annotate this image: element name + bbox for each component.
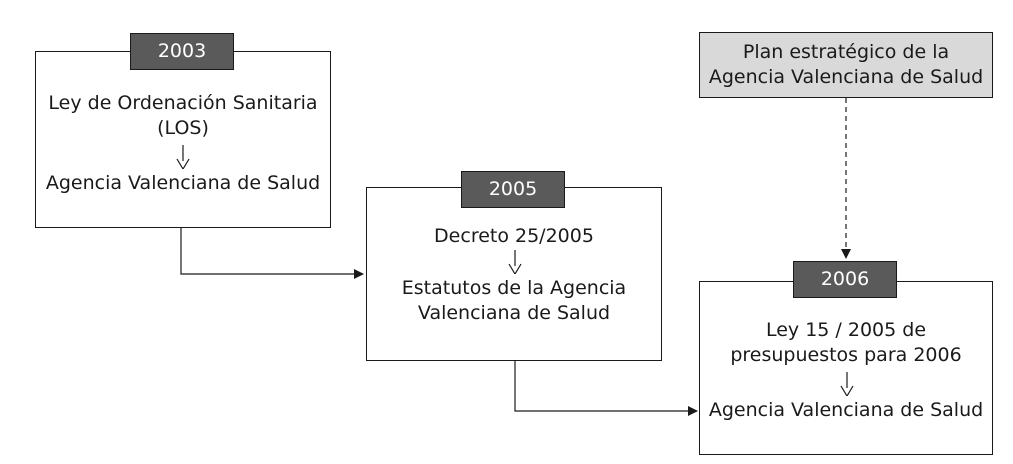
plan-line2: Agencia Valenciana de Salud <box>708 66 984 88</box>
down-arrow-icon <box>176 145 190 169</box>
box-2003: Ley de Ordenación Sanitaria (LOS) Agenci… <box>35 51 331 228</box>
year-tag-2003: 2003 <box>130 33 234 70</box>
box-2006-line1: Ley 15 / 2005 de <box>765 319 927 341</box>
box-2005-result-line1: Estatutos de la Agencia <box>401 277 627 299</box>
down-arrow-icon <box>508 250 522 274</box>
box-2003-result: Agencia Valenciana de Salud <box>45 172 321 194</box>
year-tag-2006: 2006 <box>793 261 897 298</box>
box-2005: Decreto 25/2005 Estatutos de la Agencia … <box>366 187 662 361</box>
connector-2003-to-2005 <box>180 228 364 279</box>
plan-line1: Plan estratégico de la <box>742 41 950 63</box>
year-tag-2005: 2005 <box>461 171 565 208</box>
box-2005-result-line2: Valenciana de Salud <box>417 302 611 324</box>
box-2006-line2: presupuestos para 2006 <box>730 344 962 366</box>
connector-2005-to-2006 <box>514 361 698 416</box>
box-2005-line1: Decreto 25/2005 <box>434 225 594 247</box>
box-2003-line1: Ley de Ordenación Sanitaria <box>48 92 318 114</box>
plan-estrategico-box: Plan estratégico de la Agencia Valencian… <box>699 32 993 98</box>
box-2006: Ley 15 / 2005 de presupuestos para 2006 … <box>699 281 993 455</box>
down-arrow-icon <box>840 372 854 396</box>
box-2003-line2: (LOS) <box>157 117 209 139</box>
box-2006-result: Agencia Valenciana de Salud <box>708 399 984 421</box>
